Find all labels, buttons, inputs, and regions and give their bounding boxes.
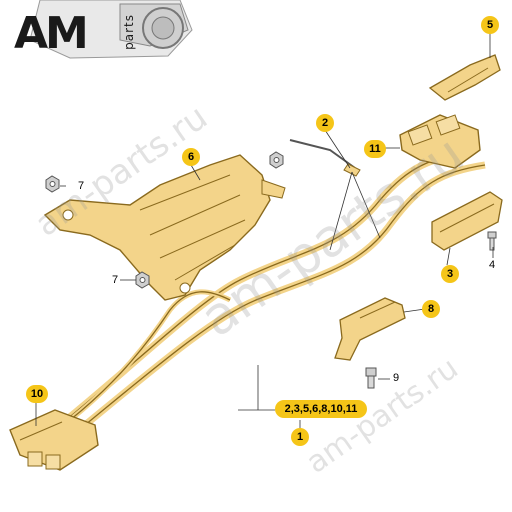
part-10-connector[interactable] bbox=[9, 409, 99, 471]
callout-1[interactable]: 1 bbox=[291, 428, 309, 446]
callout-5[interactable]: 5 bbox=[481, 16, 499, 34]
part-5-bracket[interactable] bbox=[428, 54, 501, 101]
part-8-bracket[interactable] bbox=[334, 297, 406, 361]
car-front bbox=[29, 0, 193, 59]
callout-8[interactable]: 8 bbox=[422, 300, 440, 318]
callout-10[interactable]: 10 bbox=[26, 385, 48, 403]
label-7-left: 7 bbox=[78, 180, 85, 192]
callout-11[interactable]: 11 bbox=[364, 140, 386, 158]
label-7-bottom: 7 bbox=[112, 274, 119, 286]
label-9: 9 bbox=[393, 372, 400, 384]
callout-3[interactable]: 3 bbox=[441, 265, 459, 283]
logo-am-text: AM bbox=[14, 8, 89, 59]
part-6-bracket[interactable] bbox=[43, 154, 286, 301]
part-11-connector[interactable] bbox=[399, 114, 481, 169]
brand-logo: AM parts bbox=[14, 10, 144, 58]
part-7-nut-bottom[interactable] bbox=[135, 271, 150, 289]
part-3-cover[interactable] bbox=[431, 191, 503, 251]
cable-harness bbox=[57, 146, 486, 437]
callout-6[interactable]: 6 bbox=[182, 148, 200, 166]
part-9-bolt[interactable] bbox=[365, 367, 377, 389]
part-7-nut-left[interactable] bbox=[45, 175, 60, 193]
callout-2[interactable]: 2 bbox=[316, 114, 334, 132]
logo-parts-text: parts bbox=[122, 14, 136, 50]
leader-lines bbox=[35, 33, 494, 430]
callout-set[interactable]: 2,3,5,6,8,10,11 bbox=[275, 400, 367, 418]
part-2-clip[interactable] bbox=[289, 139, 361, 177]
label-4: 4 bbox=[489, 259, 496, 271]
part-4-bolt[interactable] bbox=[487, 231, 497, 251]
part-7-nut-top[interactable] bbox=[269, 151, 284, 169]
